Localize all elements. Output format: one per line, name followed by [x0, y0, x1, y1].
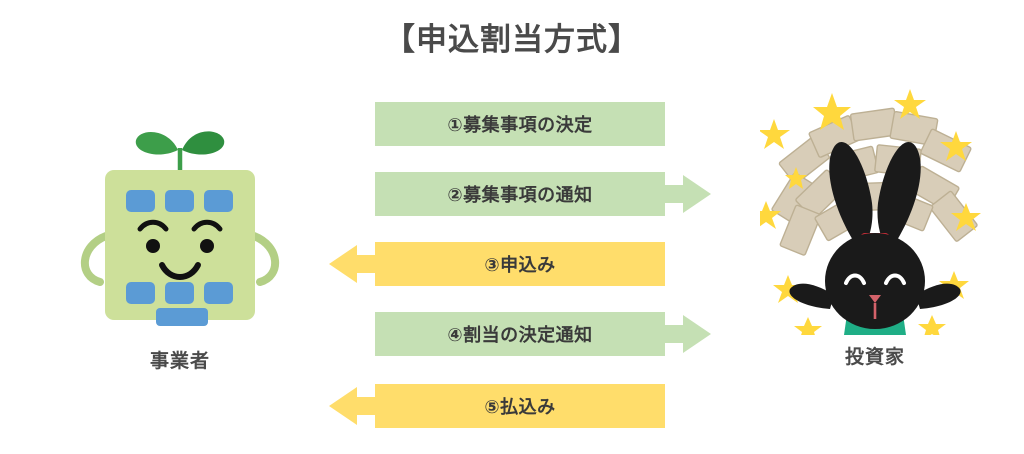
flow-step-5[interactable]: ⑤払込み: [312, 384, 712, 428]
eyebrow-left-icon: [137, 219, 169, 232]
flow-arrow-fill: [375, 312, 711, 356]
eye-right-icon: [884, 273, 906, 285]
flow-arrow-fill: [329, 384, 665, 428]
actor-operator-label: 事業者: [149, 351, 210, 372]
eyebrow-right-icon: [191, 219, 223, 232]
sprout-leaf-right-icon: [182, 131, 225, 155]
flow-arrow-fill: [329, 242, 665, 286]
flow-arrow-shape: [375, 102, 665, 146]
flow-arrow-fill: [375, 172, 711, 216]
ear-left-icon: [829, 142, 873, 247]
nose-icon: [869, 295, 881, 303]
eye-left-icon: [844, 273, 866, 285]
window: [165, 190, 194, 212]
rabbit-character-illustration: [751, 89, 981, 342]
sprout-leaf-left-icon: [135, 131, 178, 155]
mouth-icon: [159, 262, 201, 280]
arm-right-icon: [916, 283, 961, 309]
flow-step-3[interactable]: ③申込み: [312, 242, 712, 286]
page-title: 【申込割当方式】: [384, 22, 640, 57]
actor-investor: 投資家: [751, 85, 990, 369]
arm-left-icon: [80, 232, 110, 286]
flow-arrow-shape: [329, 242, 665, 286]
flow-step-4[interactable]: ④割当の決定通知: [312, 312, 712, 356]
actor-investor-label: 投資家: [844, 347, 905, 368]
arm-left-icon: [789, 283, 834, 309]
arm-right-icon: [250, 232, 280, 286]
flow-arrow-shape: [375, 312, 711, 356]
window: [126, 190, 155, 212]
flow-step-2[interactable]: ②募集事項の通知: [312, 172, 712, 216]
flow-arrow-shape: [329, 384, 665, 428]
entrance-door: [156, 308, 208, 326]
eye-right-icon: [200, 239, 214, 253]
building-character-illustration: [80, 131, 280, 326]
actor-operator: 事業者: [60, 120, 300, 373]
head: [825, 233, 925, 329]
eye-left-icon: [146, 239, 160, 253]
flow-diagram: ①募集事項の決定 ②募集事項の通知 ③申込み ④割当の決定通知 ⑤払込み: [312, 102, 712, 432]
flow-arrow-shape: [375, 172, 711, 216]
flow-step-1[interactable]: ①募集事項の決定: [312, 102, 712, 146]
window: [165, 282, 194, 304]
window: [204, 282, 233, 304]
ear-right-icon: [877, 142, 921, 247]
window: [126, 282, 155, 304]
window: [204, 190, 233, 212]
flow-arrow-fill: [375, 102, 665, 146]
